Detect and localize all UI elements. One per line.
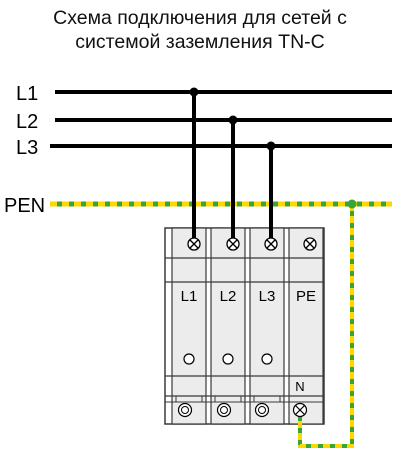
title-line-2: системой заземления TN-C <box>75 31 325 53</box>
module-label-l3: L3 <box>259 288 276 305</box>
module-bottom-label-n: N <box>295 379 304 394</box>
indicator-circle-icon <box>222 353 234 365</box>
terminal-screw-icon <box>303 237 317 251</box>
module-label-l1: L1 <box>181 288 198 305</box>
junction-pen <box>347 199 357 209</box>
label-l2: L2 <box>16 111 38 133</box>
terminal-screw-icon <box>187 237 201 251</box>
label-l1: L1 <box>16 83 38 105</box>
terminal-screw-icon <box>177 402 193 418</box>
junction-l1 <box>189 87 199 97</box>
terminal-screw-icon <box>292 402 308 418</box>
title-line-1: Схема подключения для сетей с <box>53 7 347 29</box>
terminal-screw-icon <box>226 237 240 251</box>
label-l3: L3 <box>16 137 38 159</box>
junction-l2 <box>228 115 238 125</box>
junction-l3 <box>266 141 276 151</box>
indicator-circle-icon <box>183 353 195 365</box>
module-label-l2: L2 <box>220 288 237 305</box>
terminal-screw-icon <box>254 402 270 418</box>
module-body-l2 <box>210 227 246 425</box>
module-body-l3 <box>249 227 285 425</box>
pen-drop-wire <box>298 204 354 448</box>
label-pen: PEN <box>4 195 45 217</box>
terminal-screw-icon <box>216 402 232 418</box>
module-body-pe <box>288 227 324 425</box>
module-body-l1 <box>171 227 207 425</box>
module-label-pe: PE <box>296 288 316 305</box>
diagram-title: Схема подключения для сетей с системой з… <box>0 6 400 54</box>
terminal-screw-icon <box>264 237 278 251</box>
surge-protector-device <box>164 227 325 425</box>
indicator-circle-icon <box>261 353 273 365</box>
